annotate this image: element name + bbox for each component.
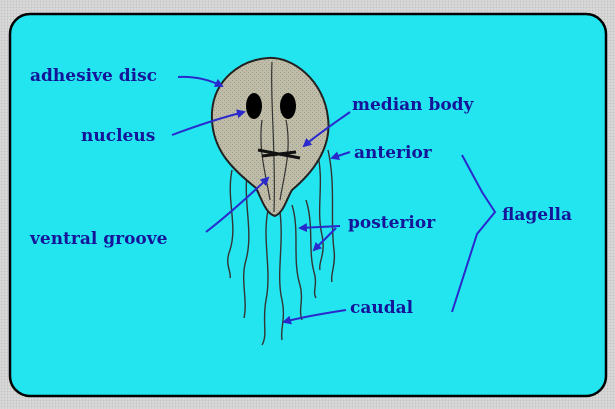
nucleus-right — [280, 93, 296, 119]
label-caudal: caudal — [350, 298, 414, 318]
label-ventral-groove: ventral groove — [29, 229, 168, 249]
label-flagella: flagella — [502, 205, 572, 225]
label-median-body: median body — [352, 95, 475, 115]
label-posterior: posterior — [348, 213, 436, 233]
nucleus-left — [246, 93, 262, 119]
label-nucleus: nucleus — [81, 126, 155, 146]
label-anterior: anterior — [354, 143, 433, 163]
label-adhesive-disc: adhesive disc — [30, 66, 157, 86]
